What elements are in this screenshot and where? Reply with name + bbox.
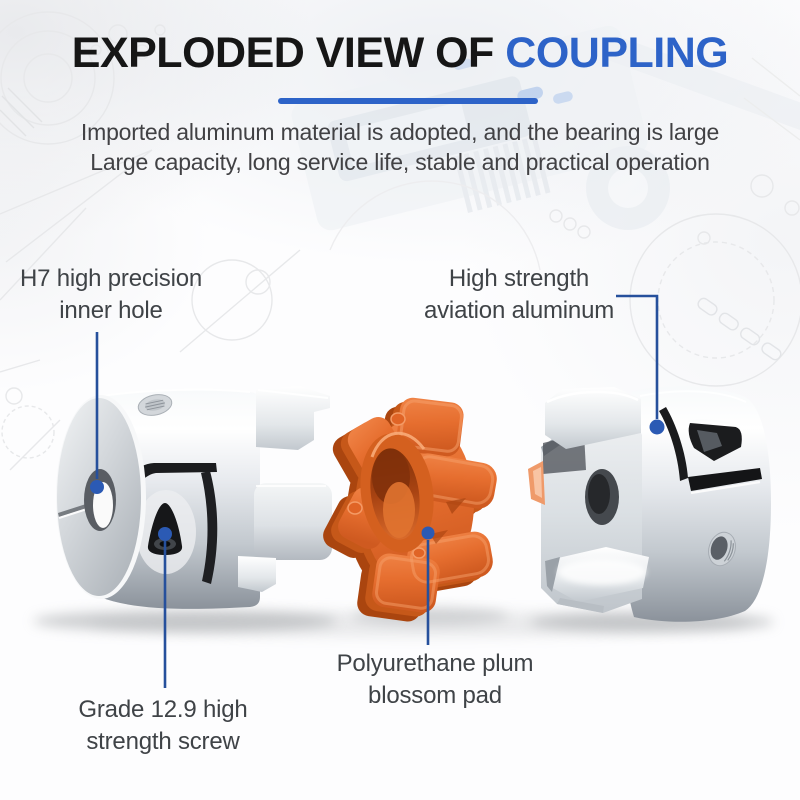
label-inner-hole-line1: H7 high precision xyxy=(19,265,203,292)
label-screw: Grade 12.9 high strength screw xyxy=(58,694,268,758)
title-black-text: EXPLODED VIEW OF xyxy=(71,29,506,77)
label-screw-line2: strength screw xyxy=(86,728,240,755)
polyurethane-spider-illustration xyxy=(318,396,500,624)
page-title: EXPLODED VIEW OF COUPLING xyxy=(0,28,800,78)
title-underline xyxy=(278,98,538,104)
aluminum-clamp-hub-illustration xyxy=(56,386,332,609)
label-inner-hole-line2: inner hole xyxy=(59,297,163,324)
threaded-hole-icon xyxy=(708,531,736,567)
aluminum-jaw-hub-illustration xyxy=(528,386,771,622)
label-aviation-aluminum: High strength aviation aluminum xyxy=(414,263,624,327)
label-inner-hole: H7 high precision inner hole xyxy=(6,263,216,327)
label-pad-line2: blossom pad xyxy=(368,682,502,709)
title-accent-text: COUPLING xyxy=(505,29,729,77)
threaded-hole-icon xyxy=(137,394,173,416)
ground-shadows xyxy=(33,607,774,637)
label-aviation-line2: aviation aluminum xyxy=(423,297,615,324)
subtitle: Imported aluminum material is adopted, a… xyxy=(0,117,800,177)
subtitle-line-1: Imported aluminum material is adopted, a… xyxy=(80,119,720,145)
label-pad: Polyurethane plum blossom pad xyxy=(330,648,540,712)
washed-photo-shapes xyxy=(291,25,800,231)
subtitle-line-2: Large capacity, long service life, stabl… xyxy=(90,149,710,175)
label-screw-line1: Grade 12.9 high xyxy=(78,696,248,723)
label-pad-line1: Polyurethane plum xyxy=(336,650,534,677)
label-aviation-line1: High strength xyxy=(448,265,590,292)
